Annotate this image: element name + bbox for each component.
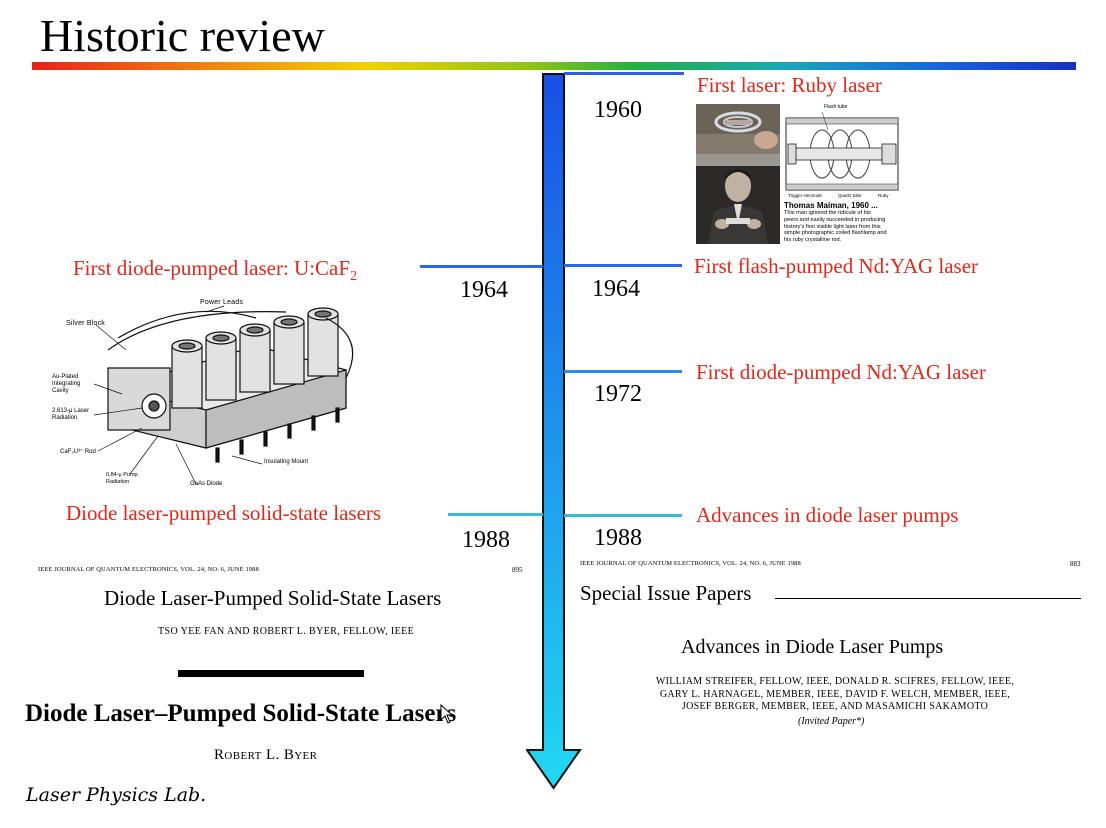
label-line: 2.613-μ Laser bbox=[52, 408, 90, 414]
section-title: Special Issue Papers bbox=[580, 581, 752, 605]
author-line: WILLIAM STREIFER, FELLOW, IEEE, DONALD R… bbox=[655, 676, 1015, 687]
maiman-photo bbox=[696, 154, 780, 244]
paper-authors: WILLIAM STREIFER, FELLOW, IEEE, DONALD R… bbox=[600, 676, 1070, 714]
diagram-label: CaF₂U³⁺ Rod bbox=[60, 449, 96, 455]
footer-lab-name: Laser Physics Lab. bbox=[26, 784, 207, 806]
label-line: Integrating bbox=[52, 381, 81, 387]
connector-1964-right bbox=[564, 264, 682, 267]
paper-title: Diode Laser-Pumped Solid-State Lasers bbox=[104, 586, 442, 610]
journal-header: IEEE JOURNAL OF QUANTUM ELECTRONICS, VOL… bbox=[580, 560, 801, 567]
event-label: Advances in diode laser pumps bbox=[696, 503, 959, 527]
caption-text: This man ignored the ridicule of his pee… bbox=[784, 210, 887, 244]
timeline-arrow bbox=[526, 73, 582, 790]
diode-laser-drawing bbox=[93, 305, 354, 485]
page-number: 883 bbox=[1070, 560, 1081, 568]
event-label: First diode-pumped Nd:YAG laser bbox=[696, 360, 986, 384]
diagram-label: Power Leads bbox=[200, 299, 244, 306]
connector-1972-right bbox=[564, 370, 682, 373]
paper-big-author: Robert L. Byer bbox=[214, 747, 318, 763]
diagram-label: Ruby bbox=[878, 193, 889, 198]
author-line: GARY L. HARNAGEL, MEMBER, IEEE, DAVID F.… bbox=[659, 688, 1011, 700]
caption-line: history's first visible light laser from… bbox=[784, 223, 881, 230]
diagram-label: Au-Plated Integrating Cavity bbox=[52, 374, 80, 395]
year-label: 1964 bbox=[592, 276, 640, 302]
slide-title: Historic review bbox=[40, 10, 325, 61]
connector-1960-right bbox=[564, 72, 684, 75]
caption-line: simple photographic coiled flashlamp and bbox=[784, 230, 887, 237]
event-label: First diode-pumped laser: U:CaF2 bbox=[73, 256, 358, 285]
diagram-label: Quartz tube bbox=[838, 193, 862, 198]
year-label: 1960 bbox=[594, 97, 642, 123]
diagram-label: 0.84-μ Pump Radiation bbox=[106, 472, 138, 485]
connector-1988-right bbox=[564, 514, 682, 517]
diagram-label: Trigger electrode bbox=[788, 193, 822, 198]
caption-line: peers and easily succeeded in producing bbox=[784, 216, 886, 223]
label-line: Au-Plated bbox=[52, 374, 79, 380]
diode-pumped-laser-figure: Power Leads Silver Block Au-Plated Integ… bbox=[46, 298, 356, 492]
caption-line: This man ignored the ridicule of his bbox=[784, 210, 871, 216]
page-number: 895 bbox=[512, 566, 523, 574]
label-line: Radiation bbox=[52, 415, 78, 421]
connector-1964-left bbox=[420, 265, 543, 268]
cursor-icon bbox=[440, 704, 452, 724]
paper-authors: TSO YEE FAN AND ROBERT L. BYER, FELLOW, … bbox=[158, 626, 415, 637]
caption-line: his ruby crystalline rod. bbox=[784, 237, 842, 244]
year-label: 1972 bbox=[594, 381, 642, 407]
flash-tube-label: Flash tube bbox=[824, 104, 848, 110]
connector-1988-left bbox=[448, 513, 543, 516]
diagram-label: GaAs Diode bbox=[190, 481, 223, 487]
ruby-laser-diagram bbox=[785, 111, 899, 191]
event-label: First flash-pumped Nd:YAG laser bbox=[694, 254, 979, 278]
section-rule bbox=[775, 598, 1081, 599]
year-label: 1988 bbox=[462, 527, 510, 553]
year-label: 1988 bbox=[594, 525, 642, 551]
diagram-label: Silver Block bbox=[66, 320, 105, 327]
flashlamp-photo bbox=[696, 104, 780, 154]
label-line: Radiation bbox=[106, 478, 130, 485]
diagram-label: 2.613-μ Laser Radiation bbox=[52, 408, 89, 422]
ruby-laser-figure: Flash tube Trigger electrode Quartz tube… bbox=[696, 104, 900, 244]
paper-big-title: Diode Laser–Pumped Solid-State Lasers bbox=[25, 700, 457, 727]
journal-header: IEEE JOURNAL OF QUANTUM ELECTRONICS, VOL… bbox=[38, 566, 259, 573]
separator-bar bbox=[178, 670, 364, 677]
paper-title: Advances in Diode Laser Pumps bbox=[681, 636, 944, 658]
event-label: First laser: Ruby laser bbox=[697, 73, 882, 97]
author-line: JOSEF BERGER, MEMBER, IEEE, AND MASAMICH… bbox=[681, 701, 989, 712]
paper-note: (Invited Paper*) bbox=[798, 716, 865, 727]
diagram-label: Insulating Mount bbox=[264, 459, 309, 465]
event-label: Diode laser-pumped solid-state lasers bbox=[66, 501, 382, 525]
rainbow-divider bbox=[32, 62, 1076, 70]
year-label: 1964 bbox=[460, 277, 508, 303]
caption-title: Thomas Maiman, 1960 ... bbox=[784, 201, 878, 210]
label-line: Cavity bbox=[52, 388, 69, 394]
label-line: 0.84-μ Pump bbox=[106, 472, 138, 478]
